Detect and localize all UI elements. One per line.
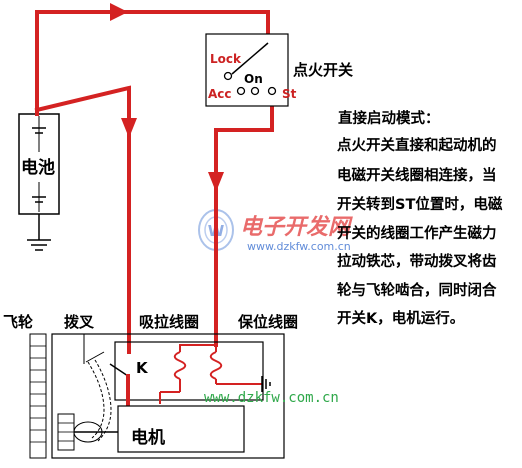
st-output-wire <box>214 100 274 347</box>
st-down-arrow-icon <box>208 172 224 192</box>
description-line-4: 开关的线圈工作产生磁力 <box>337 224 497 242</box>
watermark-url-small: www.dzkfw.com.cn <box>247 240 351 253</box>
battery-to-starter-wire <box>34 85 131 354</box>
flywheel <box>29 333 47 459</box>
hold-coil-label: 保位线圈 <box>237 313 298 331</box>
solenoid-box <box>109 341 264 406</box>
pinion-gear <box>57 413 118 451</box>
fork-label: 拨叉 <box>64 313 95 331</box>
battery-positive-wire <box>35 10 270 116</box>
hold-coil-ground-icon <box>261 376 271 392</box>
description-line-7: 开关K，电机运行。 <box>337 309 464 327</box>
description-line-1: 点火开关直接和起动机的 <box>337 136 497 154</box>
description-title: 直接启动模式： <box>338 109 440 127</box>
pull-coil <box>159 344 216 404</box>
switch-st-label: St <box>282 87 297 101</box>
switch-on-label: On <box>244 72 263 86</box>
hold-coil <box>209 345 262 385</box>
flywheel-label: 飞轮 <box>3 313 33 331</box>
down-arrow-icon <box>121 118 137 138</box>
battery <box>18 113 60 215</box>
motor-label: 电机 <box>131 427 165 448</box>
starter-housing <box>51 333 285 459</box>
switch-title: 点火开关 <box>293 61 353 79</box>
top-rail-arrow-icon <box>110 3 128 21</box>
k-switch-label: K <box>136 359 149 377</box>
watermark-url: www.dzkfw.com.cn <box>204 390 339 406</box>
switch-lock-label: Lock <box>210 52 242 66</box>
description-line-2: 电磁开关线圈相连接，当 <box>337 166 497 184</box>
motor-box <box>117 405 245 453</box>
description-line-3: 开关转到ST位置时，电磁 <box>337 195 503 213</box>
description-line-5: 拉动铁芯，带动拨叉将齿 <box>337 252 497 270</box>
battery-label: 电池 <box>21 157 55 178</box>
pull-coil-label: 吸拉线圈 <box>139 313 199 331</box>
battery-ground-icon <box>27 214 51 251</box>
switch-acc-label: Acc <box>208 87 232 101</box>
description-line-6: 轮与飞轮啮合，同时闭合 <box>337 281 497 299</box>
watermark-brand: 电子开发网 <box>240 214 353 240</box>
fork-lever <box>73 334 112 443</box>
ignition-switch <box>205 33 289 107</box>
